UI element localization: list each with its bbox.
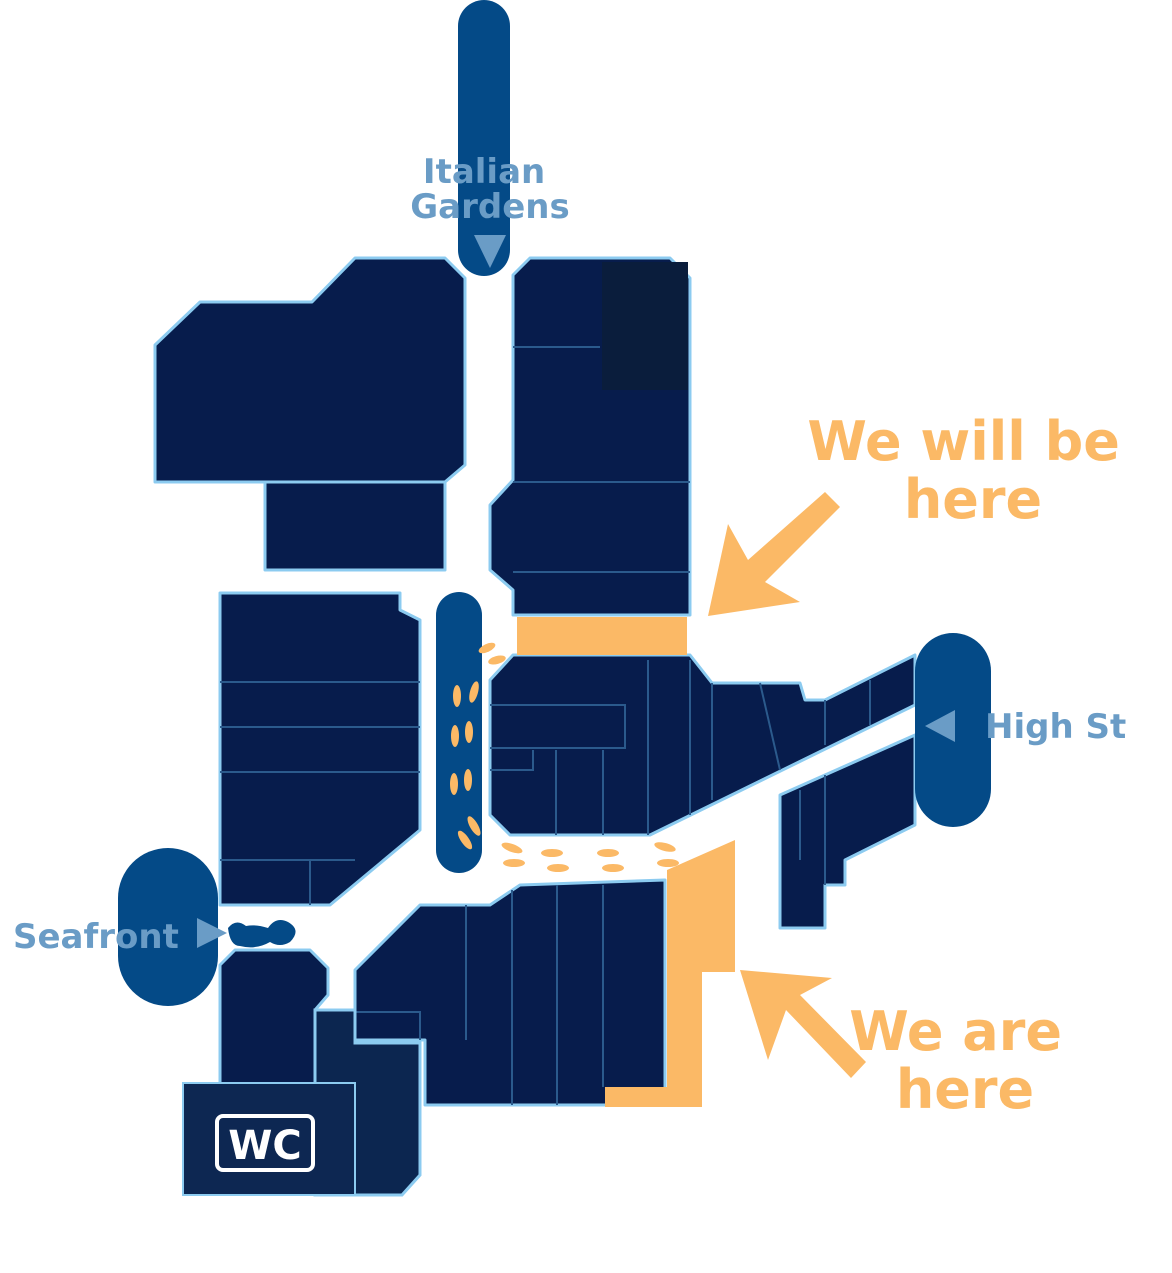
unit-west-2 xyxy=(263,480,447,572)
footprints-trail xyxy=(450,642,679,872)
arrow-left-icon xyxy=(925,710,955,742)
footprint-icon xyxy=(654,842,679,867)
unit-divider xyxy=(490,660,871,835)
label-seafront: Seafront xyxy=(13,917,179,957)
footprint-icon xyxy=(457,816,481,850)
arrow-to-future-icon xyxy=(708,492,840,616)
unit-dark-corner xyxy=(602,262,688,390)
unit-north-west xyxy=(153,256,467,484)
arrow-right-icon xyxy=(197,918,227,948)
unit-divider xyxy=(799,775,826,885)
label-we-are-here: We are here xyxy=(849,1000,1081,1121)
wc-icon xyxy=(215,1114,315,1172)
label-we-will-be-here: We will be here xyxy=(807,410,1138,531)
footprint-icon xyxy=(597,849,624,872)
current-location xyxy=(605,840,735,1107)
arrow-to-current-icon xyxy=(740,970,866,1078)
unit-south xyxy=(353,878,667,1107)
footprint-icon xyxy=(453,681,479,707)
unit-divider xyxy=(513,346,690,573)
footprint-icon xyxy=(450,769,472,795)
seafront-feature-icon xyxy=(228,920,296,948)
label-high-st: High St xyxy=(985,707,1126,747)
footprint-icon xyxy=(501,842,525,867)
footprint-icon xyxy=(478,642,506,665)
footprint-icon xyxy=(541,849,569,872)
route-central xyxy=(436,592,482,873)
future-location xyxy=(517,617,687,655)
unit-divider xyxy=(355,885,604,1105)
unit-divider xyxy=(220,681,420,905)
toilet-block xyxy=(182,1082,356,1196)
footprint-icon xyxy=(451,721,473,747)
unit-west-middle xyxy=(218,591,422,907)
arrow-down-icon xyxy=(474,235,506,268)
building-units xyxy=(153,256,917,1197)
wc-label: WC xyxy=(228,1123,301,1169)
unit-south-west xyxy=(218,948,330,1087)
route-seafront[interactable] xyxy=(118,848,218,1006)
label-italian-gardens: Italian Gardens xyxy=(410,152,569,227)
route-italian-gardens[interactable] xyxy=(458,0,510,276)
